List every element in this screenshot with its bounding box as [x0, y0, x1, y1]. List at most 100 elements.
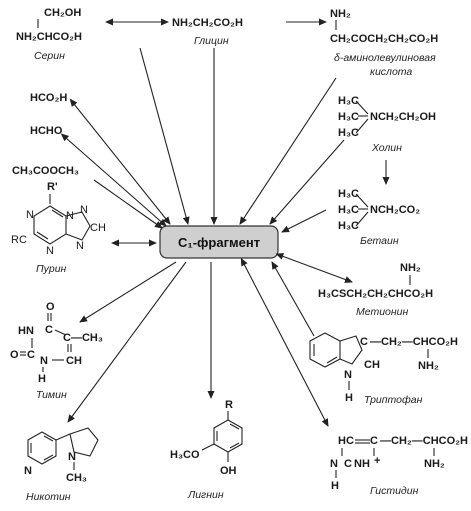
c1-fragment-node: C₁-фрагмент [159, 225, 279, 259]
glycine-formula: NH₂CH₂CO₂H [172, 17, 243, 29]
thymine-c-left: C [27, 349, 35, 361]
choline-methyl-1: H₃C [338, 95, 359, 107]
lignin-oh: OH [220, 465, 237, 477]
choline-bond-3 [355, 118, 369, 134]
lignin: R H₃CO OH Лигнин [170, 399, 243, 501]
glycine-name: Глицин [194, 35, 229, 47]
thymine-h: H [38, 373, 46, 385]
thymine-ch: CH [66, 355, 82, 367]
tryptophan-pyrrole [339, 335, 363, 365]
tryptophan-nh2: NH₂ [418, 360, 439, 372]
choline-bond-1 [355, 100, 369, 115]
purine-five-ring [65, 211, 91, 241]
betaine-bond-3 [355, 211, 369, 227]
thymine-n: N [40, 355, 48, 367]
betaine-methyl-2: H₃C [338, 204, 359, 216]
betaine-name: Бетаин [360, 235, 399, 247]
histidine-nh2: NH₂ [424, 458, 445, 470]
histidine-hc: HC [338, 435, 354, 447]
purine-r-prime: R' [47, 181, 58, 193]
nicotine-pyridine-n: N [24, 465, 32, 477]
purine-n1: N [26, 209, 34, 221]
histidine-name: Гистидин [370, 485, 419, 497]
ala-name-line2: кислота [370, 66, 412, 78]
thymine-c-ch3: C—CH₃ [63, 332, 103, 344]
betaine-methyl-3: H₃C [338, 220, 359, 232]
betaine: H₃C H₃C H₃C NCH₂CO₂ Бетаин [338, 188, 420, 247]
arrow-methionine [275, 253, 353, 283]
arrow-betaine [281, 209, 327, 233]
serine: CH₂OH NH₂CHCO₂H Серин [16, 7, 82, 62]
thymine-o-top: O [46, 301, 55, 313]
purine-double-1 [51, 209, 64, 218]
histidine-nh: NH [354, 458, 370, 470]
histidine-c2: C [344, 458, 352, 470]
arrow-histidine [240, 257, 329, 427]
arrow-methylacetate [93, 179, 163, 229]
purine-n2: N [66, 210, 74, 222]
nicotine-link [55, 433, 71, 441]
choline-methyl-2: H₃C [338, 111, 359, 123]
tryptophan-ch: CH [364, 359, 380, 371]
methyl-acetate-formula: CH₃COOCH₃ [12, 165, 79, 177]
histidine-side-chain: —CH₂—CHCO₂H [380, 435, 468, 447]
ala-formula: CH₂COCH₂CH₂CO₂H [330, 33, 438, 45]
arrow-choline [269, 139, 345, 225]
formic-acid-formula: HCO₂H [30, 92, 67, 104]
nicotine-double-3 [43, 454, 54, 461]
arrow-nicotine [67, 261, 187, 423]
thymine-ring-top [54, 329, 67, 336]
tryptophan: C —CH₂—CHCO₂H NH₂ CH N H Триптофан [309, 332, 458, 406]
methionine: NH₂ H₃CSCH₂CH₂CHCO₂H Метионин [318, 262, 433, 318]
histidine-h: H [331, 480, 339, 492]
purine-rc: RC [11, 234, 27, 246]
choline-methyl-3: H₃C [338, 127, 359, 139]
methionine-formula: H₃CSCH₂CH₂CHCO₂H [318, 288, 433, 300]
purine-n5: N [76, 240, 84, 252]
thymine-c-top: C [45, 324, 53, 336]
purine-double-2 [36, 231, 49, 240]
purine-ch: CH [90, 222, 106, 234]
thymine-name: Тимин [36, 389, 67, 401]
betaine-bond-1 [355, 193, 369, 208]
thymine-hn: HN [18, 325, 34, 337]
lignin-double-3 [229, 442, 240, 449]
serine-name: Серин [34, 50, 65, 62]
histidine-c: C [370, 435, 378, 447]
methionine-name: Метионин [356, 306, 409, 318]
nicotine-ch3: CH₃ [66, 472, 87, 484]
thymine: O HN C C—CH₃ O C N CH H Тимин [10, 301, 103, 401]
aminolevulinic-acid: NH₂ CH₂COCH₂CH₂CO₂H δ-аминолевулиновая к… [330, 8, 438, 78]
purine-n3: N [80, 204, 88, 216]
purine-name: Пурин [36, 263, 67, 275]
tryptophan-name: Триптофан [364, 394, 423, 406]
tryptophan-h: H [345, 392, 353, 404]
arrow-formaldehyde [60, 133, 167, 227]
arrow-formic [69, 98, 171, 225]
nicotine-pyridine [27, 431, 57, 465]
c1-fragment-label: C₁-фрагмент [178, 235, 260, 250]
methionine-nh2: NH₂ [400, 262, 421, 274]
c1-fragment-box [159, 225, 279, 259]
tryptophan-double-2 [326, 356, 338, 364]
choline-name: Холин [371, 142, 402, 154]
arrows [60, 18, 390, 427]
arrow-ala [239, 77, 337, 225]
arrow-thymine [79, 261, 177, 323]
purine: R' N N N CH RC N N Пурин [11, 181, 106, 275]
glycine: NH₂CH₂CO₂H Глицин [172, 17, 243, 47]
lignin-r: R [225, 399, 233, 411]
lignin-double-1 [229, 423, 240, 430]
formaldehyde-formula: HCHO [30, 125, 63, 137]
lignin-ring [213, 419, 243, 453]
serine-formula-top: CH₂OH [44, 7, 81, 19]
choline: H₃C H₃C H₃C NCH₂CH₂OH Холин [338, 95, 436, 154]
histidine: HC C —CH₂—CHCO₂H NH₂ N C NH + H Гистидин [330, 435, 468, 497]
arrow-serine [139, 47, 190, 225]
choline-rest: NCH₂CH₂OH [370, 111, 436, 123]
betaine-methyl-1: H₃C [338, 188, 359, 200]
nicotine-double-2 [43, 435, 54, 442]
nicotine-ring-n: N [68, 451, 76, 463]
